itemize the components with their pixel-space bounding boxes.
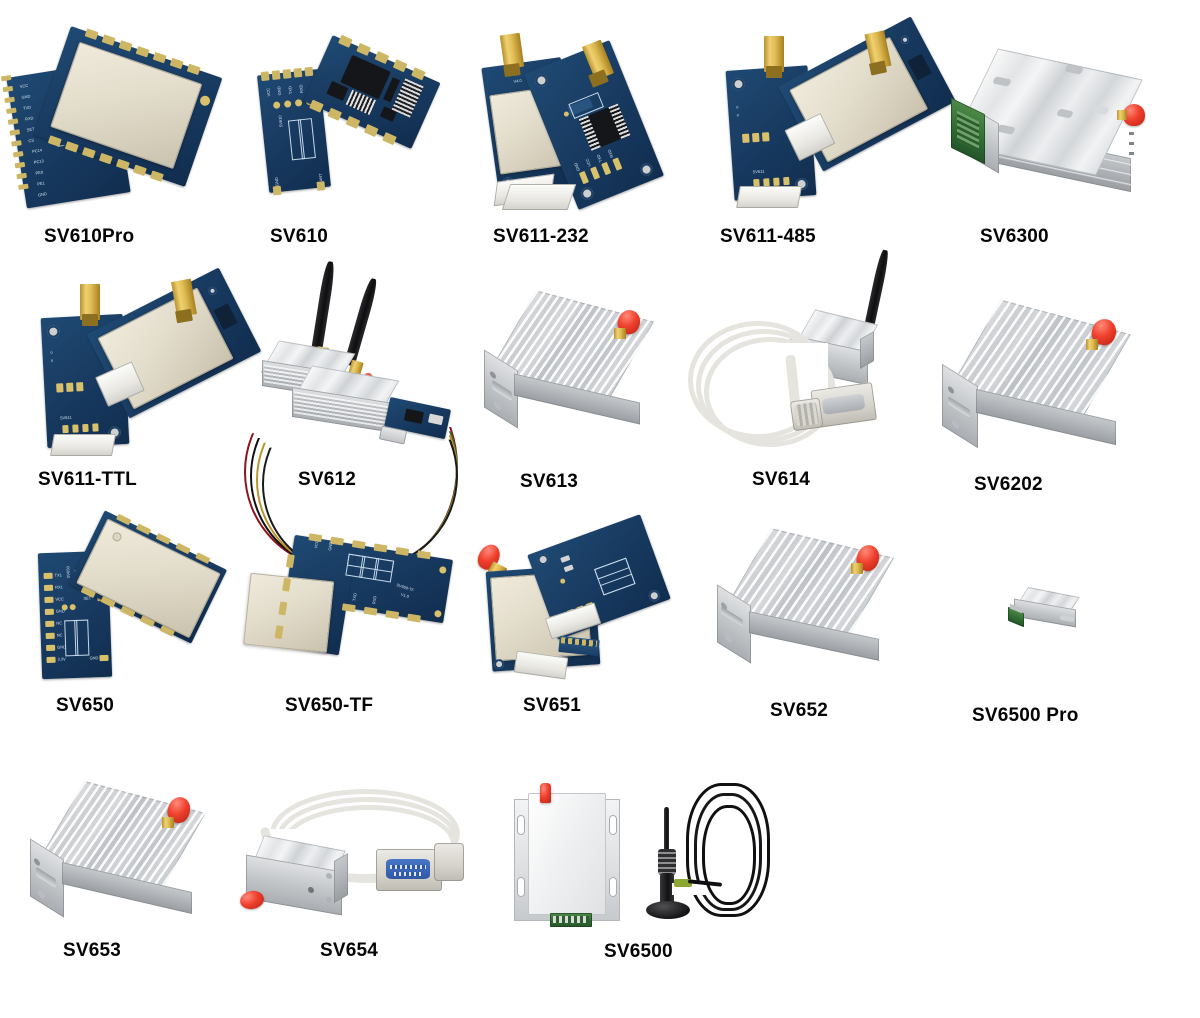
product-image-sv611-485: o o SV611 [700,16,956,250]
product-cell-sv6202[interactable]: SV6202 [910,285,1160,500]
product-image-sv611-ttl: o o SV611 [8,267,262,498]
product-cell-sv610[interactable]: VCC GND TXD RXD CS SV610 GND ANT [245,34,470,249]
product-label: SV6500 Pro [972,705,1079,726]
product-cell-sv651[interactable]: SV651 [455,514,690,733]
product-image-sv6300 [925,30,1190,250]
product-cell-sv6500[interactable]: SV6500 [490,765,780,975]
product-image-sv6202 [910,285,1160,500]
product-label: SV6500 [604,941,673,962]
product-cell-sv650-tf[interactable]: SV650-TF V1.0 VCC GND TX [235,530,465,730]
product-label: SV611-232 [493,226,589,247]
product-cell-sv614[interactable]: SV614 [680,249,920,495]
product-cell-sv611-ttl[interactable]: o o SV611 SV [8,267,262,498]
product-cell-sv652[interactable]: SV652 [695,525,910,725]
product-image-sv612 [238,255,473,575]
product-label: SV653 [63,940,122,961]
product-image-sv650: TX1 RX1 VCC GND NC NC GND 3.3V 12C IO SE… [8,510,233,730]
product-label: SV6202 [974,474,1043,495]
product-cell-sv612[interactable]: SV612 [238,255,473,575]
product-label: SV613 [520,471,579,492]
product-cell-sv653[interactable]: SV653 [8,775,223,975]
product-label: SV611-TTL [38,469,137,490]
product-image-sv654 [228,775,478,975]
product-cell-sv654[interactable]: SV654 [228,775,478,975]
product-cell-sv613[interactable]: SV613 [462,270,677,495]
product-cell-sv610pro[interactable]: VCC GND TXD RXD SET CS PC14 PC13 PE0 PE1… [0,26,233,249]
product-cell-sv611-485[interactable]: o o SV611 SV611-485 [700,16,956,250]
product-image-sv611-232: SV611 V4.0 GND VCC [470,20,695,250]
product-image-sv610: VCC GND TXD RXD CS SV610 GND ANT [245,34,470,249]
product-label: SV650-TF [285,695,374,716]
product-cell-sv650[interactable]: TX1 RX1 VCC GND NC NC GND 3.3V 12C IO SE… [8,510,233,730]
product-cell-sv6500-pro[interactable]: SV6500 Pro [940,560,1170,740]
product-image-sv653 [8,775,223,975]
product-label: SV654 [320,940,379,961]
product-label: SV610 [270,226,329,247]
product-label: SV610Pro [44,226,135,247]
product-image-sv652 [695,525,910,725]
product-label: SV6300 [980,226,1049,247]
product-cell-sv611-232[interactable]: SV611 V4.0 GND VCC [470,20,695,250]
product-image-sv614 [680,249,920,495]
product-label: SV651 [523,695,582,716]
product-label: SV611-485 [720,226,816,247]
product-label: SV650 [56,695,115,716]
product-image-sv613 [462,270,677,495]
product-image-sv6500 [490,765,780,975]
product-label: SV612 [298,469,357,490]
product-image-sv610pro: VCC GND TXD RXD SET CS PC14 PC13 PE0 PE1… [0,26,233,249]
product-label: SV652 [770,700,829,721]
product-label: SV614 [752,469,811,490]
product-cell-sv6300[interactable]: SV6300 [925,30,1190,250]
